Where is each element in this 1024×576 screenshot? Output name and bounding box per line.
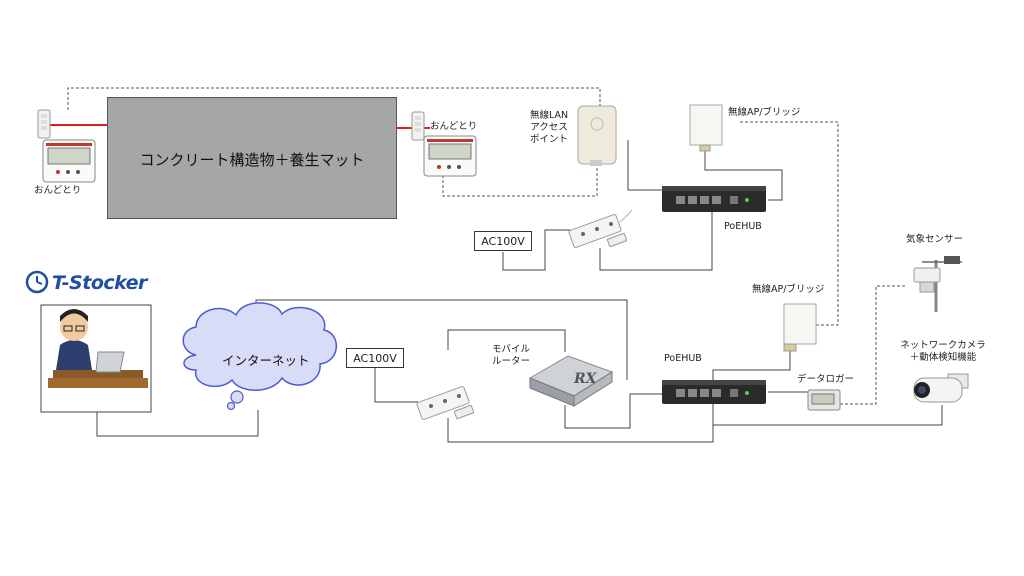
thermometer-icon: [37, 109, 51, 139]
internet-cloud: [182, 302, 338, 411]
dashed-link-top: [67, 87, 601, 110]
wireless-lan-label-line: 無線LAN: [529, 110, 569, 121]
link-ac-strip-bottom: [374, 365, 418, 403]
sensor-label-right: おんどとり: [430, 121, 478, 132]
network-camera-label: ネットワークカメラ ＋動体検知機能: [888, 340, 998, 364]
power-strip-icon: [416, 386, 475, 420]
sensor-label-left: おんどとり: [34, 185, 82, 196]
link-poehub-camera: [713, 405, 943, 426]
network-camera-label-line: ＋動体検知機能: [909, 352, 977, 363]
poehub-label-bottom: PoEHUB: [664, 353, 702, 364]
dashed-link-ap-bridge: [740, 121, 839, 326]
access-point-icon: [577, 105, 617, 166]
link-wlan-poehub: [627, 140, 662, 191]
power-strip-icon: [568, 209, 633, 248]
link-pc-internet: [96, 410, 259, 437]
svg-text:RX: RX: [573, 371, 598, 387]
mobile-router-label-line: モバイル: [492, 344, 531, 355]
mobile-router-icon: RX: [528, 355, 614, 407]
dashed-links: [67, 87, 906, 405]
network-camera-label-line: ネットワークカメラ: [900, 340, 986, 351]
link-poehub-power: [599, 212, 713, 271]
mobile-router-label-line: ルーター: [492, 356, 531, 367]
ap-bridge-icon: [689, 104, 723, 152]
link-strip-router: [447, 329, 566, 352]
ac100v-box-top: AC100V: [474, 231, 532, 251]
concrete-structure: コンクリート構造物＋養生マット: [107, 97, 397, 219]
temp-logger-icon: [423, 135, 477, 177]
clock-logo-icon: [25, 270, 49, 294]
ap-bridge-label-top: 無線AP/ブリッジ: [728, 107, 801, 118]
camera-icon: [913, 373, 969, 403]
data-logger-label: データロガー: [797, 374, 855, 385]
poehub-label-top: PoEHUB: [724, 221, 762, 232]
ap-bridge-label-mid: 無線AP/ブリッジ: [752, 284, 825, 295]
link-router-poehub: [564, 393, 662, 429]
poe-hub-icon: [662, 186, 766, 212]
link-poehub-power-bottom: [447, 404, 714, 443]
temp-logger-icon: [42, 139, 96, 183]
data-logger-icon: [807, 389, 841, 411]
wireless-lan-label-line: ポイント: [529, 134, 568, 145]
solid-links: [96, 140, 943, 443]
internet-label: インターネット: [222, 353, 310, 368]
wireless-lan-label: 無線LAN アクセス ポイント: [524, 110, 574, 146]
dashed-link-weather: [840, 285, 906, 405]
wireless-lan-label-line: アクセス: [530, 122, 568, 133]
pc-user-illustration: [40, 304, 152, 413]
poe-hub-icon: [662, 380, 766, 404]
weather-sensor-icon: [913, 256, 962, 312]
weather-sensor-label: 気象センサー: [906, 234, 964, 245]
ac100v-box-bottom: AC100V: [346, 348, 404, 368]
concrete-title: コンクリート構造物＋養生マット: [139, 151, 365, 169]
logo-text: T-Stocker: [52, 272, 147, 294]
mobile-router-label: モバイル ルーター: [492, 344, 530, 368]
thermometer-icon: [411, 111, 425, 141]
link-ap-poehub-bottom: [712, 351, 791, 380]
link-ap-poehub: [704, 145, 783, 201]
link-strip-ac-top: [502, 229, 570, 271]
dashed-link-right-sensor: [442, 160, 598, 197]
ap-bridge-icon: [783, 303, 817, 352]
tstocker-logo: T-Stocker: [26, 270, 147, 296]
